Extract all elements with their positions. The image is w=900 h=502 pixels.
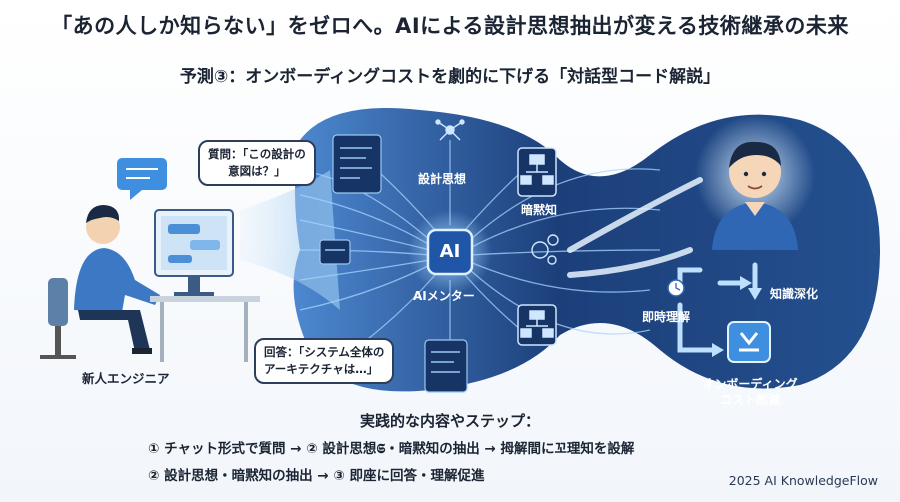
network-node-icon xyxy=(435,119,465,141)
node-label-tacit: 暗黙知 xyxy=(521,203,558,217)
node-label-design: 設計思想 xyxy=(418,172,467,186)
knowledge-deepening-label: 知識深化 xyxy=(770,287,819,301)
hierarchy-icon-bottom xyxy=(517,304,557,346)
arrow-head-icon xyxy=(740,276,752,290)
ai-core-chip xyxy=(426,228,474,276)
ai-mentor-label: AIメンター xyxy=(413,289,475,303)
output-arrows xyxy=(567,177,703,278)
page-subtitle: 予測③：オンボーディングコストを劇的に下げる「対話型コード解説」 xyxy=(179,67,721,87)
step-line-1: ① チャット形式で質問 → ② 設計思想𝕾・暗黙知の抽出 → 拇解間に꼬理知を設… xyxy=(148,441,635,457)
step-line-2: ② 設計思想・暗黙知の抽出 → ③ 即座に回答・理解促進 xyxy=(148,468,485,484)
footer-credit: 2025 AI KnowledgeFlow xyxy=(728,473,878,488)
engineer-label: 新人エンジニア xyxy=(82,371,170,386)
page-title: 「あの人しか知らない」をゼロへ。AIによる設計思想抽出が変える技術継承の未来 xyxy=(51,14,849,38)
ai-core-label: AI xyxy=(439,241,461,262)
cost-reduction-icon xyxy=(727,321,771,363)
arrow-right-head-icon xyxy=(712,343,724,357)
knowledge-flow-diagram xyxy=(40,108,881,393)
question-bubble: 質問：「この設計の 意図は？」 xyxy=(198,140,316,186)
input-stream xyxy=(240,170,340,310)
answer-bubble: 回答：「システム全体の アーキテクチャは…」 xyxy=(254,338,395,384)
code-panel-mid xyxy=(319,239,351,265)
steps-title: 実践的な内容やステップ： xyxy=(359,412,540,430)
instant-understanding-label: 即時理解 xyxy=(642,310,691,324)
hierarchy-icon-top xyxy=(517,147,557,197)
mentor-avatar xyxy=(712,141,798,250)
engineer-illustration xyxy=(40,158,260,362)
code-panel-bottom xyxy=(424,339,468,393)
code-panel-top xyxy=(332,134,382,194)
arrow-down-head-icon xyxy=(748,288,762,300)
gear-cluster-icon xyxy=(531,234,559,265)
result-label: オンボーディング コスト削減 xyxy=(702,377,798,407)
clock-icon xyxy=(667,279,685,297)
